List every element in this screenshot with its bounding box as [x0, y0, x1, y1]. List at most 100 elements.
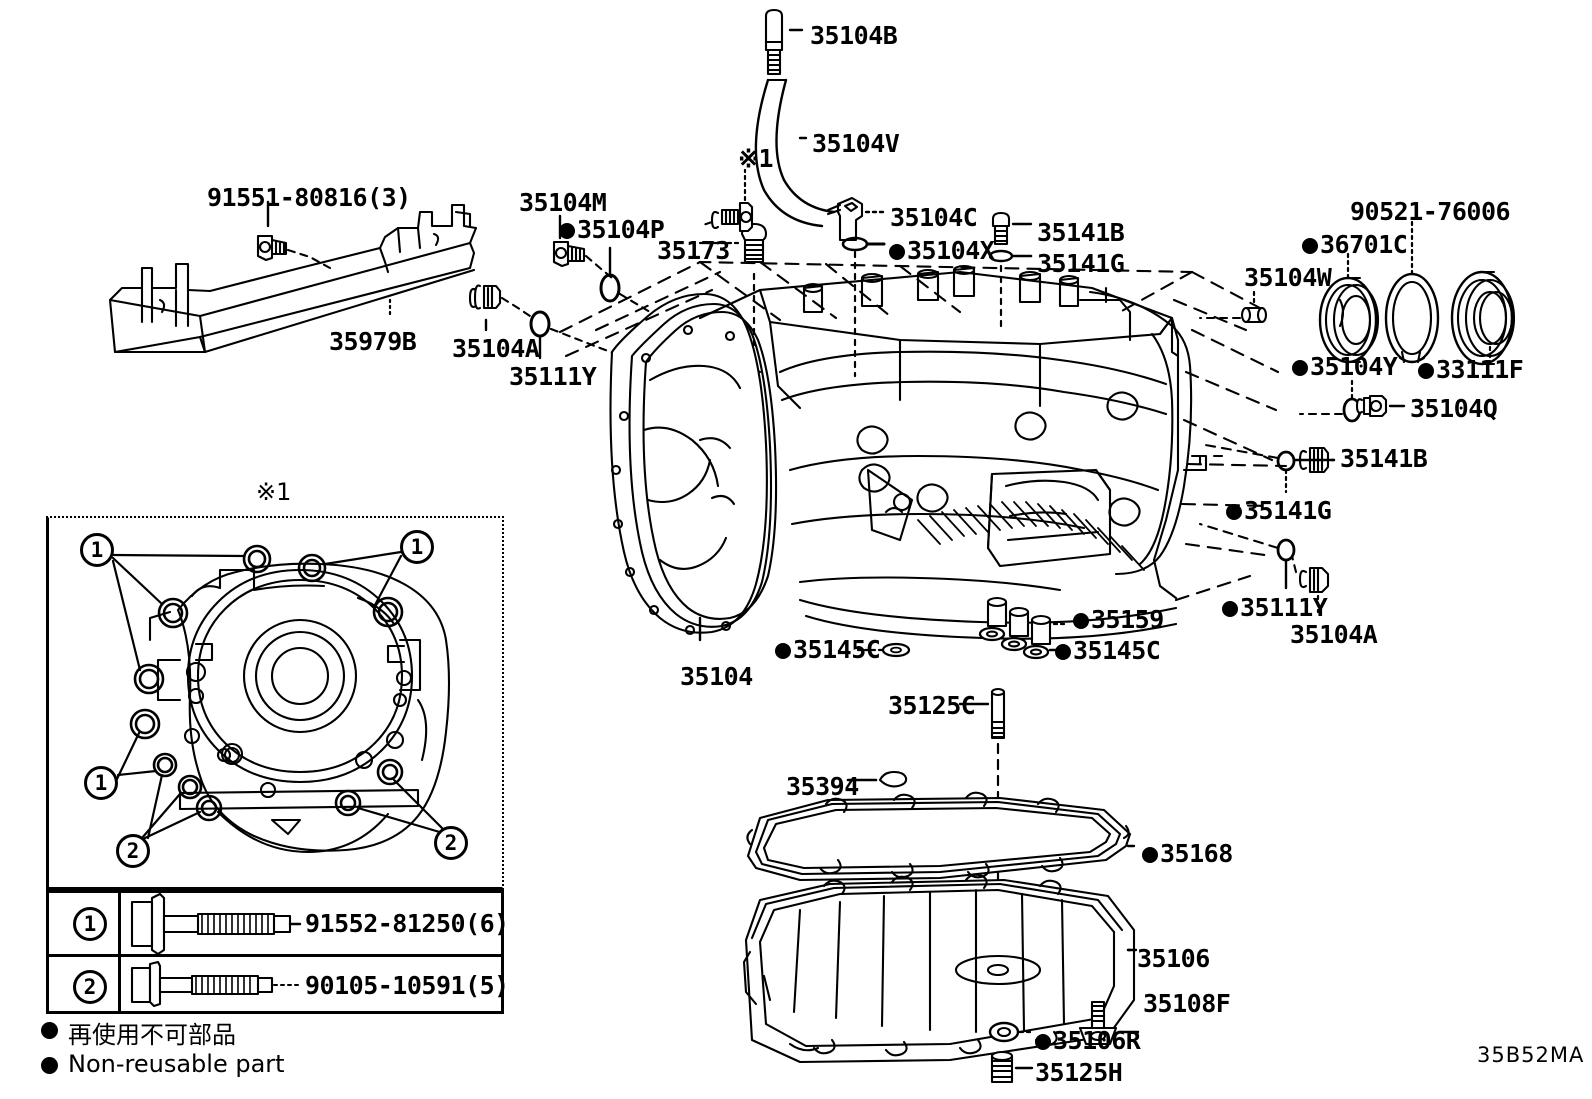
part-label-text: 35104P: [577, 215, 665, 244]
part-35159-sleeves: [986, 596, 1052, 646]
part-35104A-bolt-left: [468, 284, 502, 310]
part-35108F-bolt: [1078, 1000, 1118, 1046]
legend-text-jp: 再使用不可部品: [68, 1021, 236, 1049]
part-35141B-plug-top: [991, 211, 1011, 246]
part-label-35979B: 35979B: [329, 327, 417, 356]
legend-bullet-en: [41, 1057, 58, 1074]
part-label-text: 35145C: [793, 635, 881, 664]
inset-marker-1b: 1: [400, 530, 434, 564]
part-label-35141G: 35141G: [1226, 498, 1332, 523]
bolt-legend-table: [46, 890, 504, 1014]
diagram-code: 35B52MA: [1477, 1043, 1585, 1067]
part-label-text: 35394: [786, 772, 859, 801]
non-reusable-bullet-icon: [1035, 1034, 1051, 1050]
part-label-text: 35104: [680, 662, 753, 691]
part-label-text: 35145C: [1073, 636, 1161, 665]
part-label-text: 35104M: [519, 188, 607, 217]
part-label-35141B: 35141B: [1340, 444, 1428, 473]
part-label-text: 35125C: [888, 691, 976, 720]
part-label-35145C: 35145C: [1055, 636, 1161, 665]
part-label-text: 35104C: [890, 203, 978, 232]
part-label-35104A: 35104A: [1290, 620, 1378, 649]
part-label-91551808163: 91551-80816(3): [207, 185, 411, 210]
part-label-35141B: 35141B: [1037, 218, 1125, 247]
inset-marker-2a: 2: [116, 834, 150, 868]
table-row-2-part: 90105-10591(5): [305, 971, 509, 1000]
table-bolt-2-drawing: [130, 960, 274, 1008]
inset-marker-1a: 1: [80, 533, 114, 567]
non-reusable-bullet-icon: [1142, 847, 1158, 863]
part-35979B-crossmember: [108, 203, 478, 354]
non-reusable-bullet-icon: [889, 244, 905, 260]
part-35106R-gasket: [988, 1021, 1020, 1043]
part-35145C-washer-center: [881, 642, 911, 658]
part-label-text: 36701C: [1320, 230, 1408, 259]
part-35168-gasket: [746, 791, 1132, 882]
part-label-text: 33111F: [1436, 355, 1524, 384]
part-label-1: ※1: [738, 144, 774, 173]
part-label-35111Y: 35111Y: [509, 362, 597, 391]
part-label-text: 35159: [1091, 605, 1164, 634]
non-reusable-bullet-icon: [1292, 360, 1308, 376]
part-label-35104Y: 35104Y: [1292, 352, 1398, 381]
part-label-35104C: 35104C: [890, 203, 978, 232]
part-35104M-bolt: [552, 240, 586, 268]
part-35104B-fitting: [764, 8, 784, 76]
part-label-35173: 35173: [657, 238, 730, 263]
part-label-text: 35104V: [812, 129, 900, 158]
part-label-35104Q: 35104Q: [1410, 394, 1498, 423]
part-label-33111F: 33111F: [1418, 355, 1524, 384]
legend-bullet-jp: [41, 1022, 58, 1039]
part-label-35141G: 35141G: [1037, 251, 1125, 276]
part-91551-80816-bolt: [256, 234, 288, 262]
part-36701C-seal: [1318, 276, 1380, 364]
inset-caption: ※1: [256, 478, 292, 506]
part-35104Q-fitting: [1355, 394, 1388, 418]
part-label-text: 35111Y: [509, 362, 597, 391]
table-bolt-1-drawing: [130, 892, 302, 956]
non-reusable-bullet-icon: [559, 223, 575, 239]
part-35104P-oring: [599, 273, 621, 303]
part-35104A-bolt-right: [1298, 566, 1330, 594]
part-35125C-stud: [990, 687, 1006, 740]
part-label-text: 35104Y: [1310, 352, 1398, 381]
part-label-35104B: 35104B: [810, 21, 898, 50]
part-label-36701C: 36701C: [1302, 230, 1408, 259]
part-label-35125C: 35125C: [888, 691, 976, 720]
part-35394-magnet: [878, 770, 908, 788]
legend-text-en: Non-reusable part: [68, 1050, 285, 1078]
part-label-text: 35141B: [1340, 444, 1428, 473]
part-label-text: 35168: [1160, 839, 1233, 868]
part-35106-oil-pan: [742, 873, 1136, 1064]
non-reusable-bullet-icon: [1302, 238, 1318, 254]
part-label-text: 35111Y: [1240, 593, 1328, 622]
part-label-text: 35104X: [907, 236, 995, 265]
non-reusable-bullet-icon: [1055, 644, 1071, 660]
part-label-text: 35104A: [1290, 620, 1378, 649]
part-label-35168: 35168: [1142, 841, 1233, 866]
part-label-text: 35125H: [1035, 1058, 1123, 1087]
part-label-text: 35104A: [452, 334, 540, 363]
part-label-text: 91551-80816(3): [207, 183, 411, 212]
part-label-9052176006: 90521-76006: [1350, 197, 1511, 226]
part-label-text: ※1: [738, 144, 774, 173]
part-label-text: 35979B: [329, 327, 417, 356]
non-reusable-bullet-icon: [1073, 613, 1089, 629]
part-label-text: 35141B: [1037, 218, 1125, 247]
non-reusable-bullet-icon: [1222, 601, 1238, 617]
part-label-text: 35106R: [1053, 1026, 1141, 1055]
part-label-35104P: 35104P: [559, 215, 665, 244]
non-reusable-bullet-icon: [1418, 363, 1434, 379]
part-35145C-washers-right: [978, 626, 1050, 660]
part-label-35104A: 35104A: [452, 334, 540, 363]
part-35111Y-oring-left: [529, 310, 551, 338]
part-label-text: 35108F: [1143, 989, 1231, 1018]
inset-marker-1c: 1: [84, 766, 118, 800]
table-row-1-marker: 1: [73, 907, 107, 941]
part-35125H-drain-plug: [990, 1050, 1014, 1084]
part-label-text: 35104B: [810, 21, 898, 50]
part-label-text: 90521-76006: [1350, 197, 1511, 226]
part-label-text: 35104Q: [1410, 394, 1498, 423]
